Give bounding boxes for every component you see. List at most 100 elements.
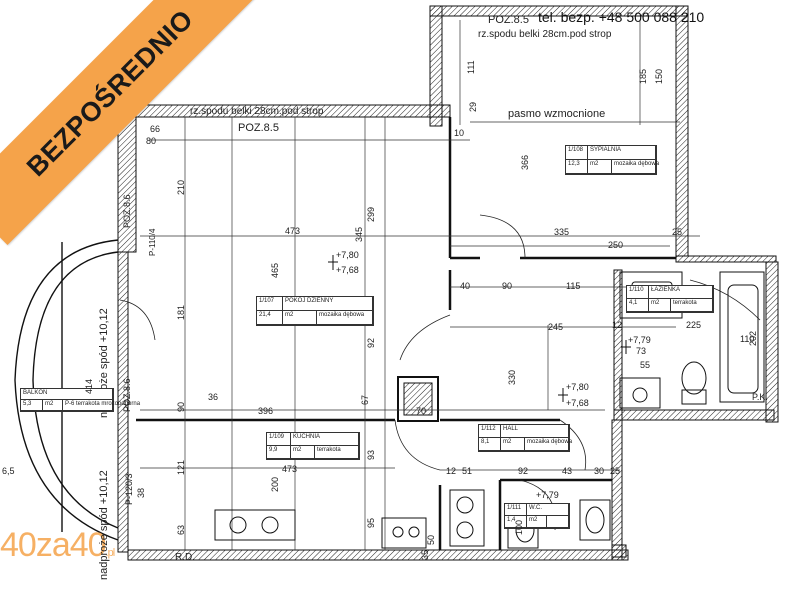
- room-no: 1/110: [627, 286, 649, 299]
- level-3b: +7,68: [566, 398, 589, 408]
- room-floor: mozaika dębowa: [317, 311, 373, 325]
- dim: 12: [612, 320, 623, 330]
- room-area: 5,3: [21, 400, 43, 411]
- room-label-bedroom: 1/108 SYPIALNIA 12,3 m2 mozaika dębowa: [565, 145, 659, 175]
- dim: 111: [466, 60, 476, 74]
- balcony-outline: [14, 239, 119, 541]
- dim: 245: [548, 322, 564, 332]
- dim: 93: [366, 449, 376, 460]
- room-label-living: 1/107 POKÓJ DZIENNY 21,4 m2 mozaika dębo…: [256, 296, 374, 326]
- dim: 38: [136, 487, 146, 498]
- level-3: +7,80: [566, 382, 589, 392]
- pk-note: P.K.: [752, 392, 768, 402]
- dim: 40: [460, 281, 471, 291]
- dim: 25: [672, 227, 683, 237]
- room-name: ŁAZIENKA: [649, 286, 713, 299]
- dim: 92: [366, 337, 376, 348]
- dim: 30: [594, 466, 605, 476]
- p120-note: P-120/3: [124, 473, 134, 505]
- room-floor: terrakota: [315, 446, 359, 459]
- contact-phone: tel. bezp. +48 500 088 210: [538, 9, 705, 25]
- room-unit: m2: [501, 438, 525, 451]
- dim: 473: [285, 226, 301, 236]
- room-unit: m2: [527, 516, 547, 528]
- room-floor: mozaika dębowa: [525, 438, 572, 451]
- dim: 6,5: [2, 466, 15, 476]
- strip-note: pasmo wzmocnione: [508, 108, 606, 120]
- dim: 335: [554, 227, 570, 237]
- dim: 465: [270, 262, 280, 278]
- dim: 50: [426, 534, 436, 545]
- dim: 51: [462, 466, 473, 476]
- dim: 115: [566, 281, 581, 291]
- room-label-hall: 1/112 HALL 8,1 m2 mozaika dębowa: [478, 424, 572, 452]
- room-name: BALKON: [21, 389, 113, 400]
- room-area: 4,1: [627, 299, 649, 312]
- room-unit: m2: [283, 311, 317, 325]
- dim: 55: [640, 360, 651, 370]
- dim: 202: [748, 330, 758, 346]
- dim: 366: [520, 154, 530, 170]
- room-name: KUCHNIA: [291, 433, 359, 446]
- dim: 121: [176, 459, 186, 475]
- room-floor: P-6 terrakota mrozoodporna: [63, 400, 140, 411]
- level-markers: [328, 255, 631, 402]
- lintel-note-2: nadproże spód +10,12: [98, 470, 110, 580]
- dim: 150: [654, 68, 664, 84]
- dim: 35: [420, 549, 430, 560]
- dim: 345: [354, 226, 364, 242]
- room-floor: terrakota: [671, 299, 713, 312]
- dim: 100: [514, 519, 524, 535]
- room-unit: m2: [588, 160, 612, 174]
- dim: 250: [608, 240, 624, 250]
- poz86-note-a: POZ.8.6: [122, 194, 132, 228]
- beam-note-top: rz.spodu belki 28cm.pod strop: [478, 29, 612, 40]
- room-no: 1/107: [257, 297, 283, 311]
- room-floor: [547, 516, 569, 528]
- dim: 181: [176, 304, 186, 320]
- dim: 10: [454, 128, 465, 138]
- dim: 70: [416, 406, 427, 416]
- dim: 200: [270, 476, 280, 492]
- dim: 36: [208, 392, 219, 402]
- room-name: POKÓJ DZIENNY: [283, 297, 373, 311]
- room-no: 1/109: [267, 433, 291, 446]
- room-label-wc: 1/111 W.C. 1,4 m2: [504, 503, 570, 529]
- dim: 396: [258, 406, 274, 416]
- door-swings: [119, 214, 761, 531]
- room-no: 1/111: [505, 504, 527, 516]
- dim: 73: [636, 346, 647, 356]
- dim: 210: [176, 179, 186, 195]
- poz-label-top: POZ.8.5: [488, 14, 529, 26]
- room-name: HALL: [501, 425, 569, 438]
- dim: 63: [176, 524, 186, 535]
- room-label-bathroom: 1/110 ŁAZIENKA 4,1 m2 terrakota: [626, 285, 714, 313]
- level-4: +7,79: [536, 490, 559, 500]
- poz-label-main: POZ.8.5: [238, 122, 279, 134]
- rd-note: R.D.: [175, 552, 195, 563]
- dim: 95: [366, 517, 376, 528]
- room-area: 9,9: [267, 446, 291, 459]
- logo-text: 40za40: [0, 526, 107, 564]
- dim: 110: [740, 334, 755, 344]
- room-unit: m2: [291, 446, 315, 459]
- logo-suffix: .pl: [105, 547, 116, 559]
- dim: 414: [84, 378, 94, 394]
- room-unit: m2: [43, 400, 63, 411]
- p110-note: P-110/4: [148, 228, 157, 256]
- room-name: SYPIALNIA: [588, 146, 656, 160]
- dim: 299: [366, 206, 376, 222]
- dim: 25: [610, 466, 621, 476]
- room-area: 1,4: [505, 516, 527, 528]
- dim: 225: [686, 320, 702, 330]
- room-floor: mozaika dębowa: [612, 160, 659, 174]
- dim: 473: [282, 464, 298, 474]
- room-area: 12,3: [566, 160, 588, 174]
- room-area: 21,4: [257, 311, 283, 325]
- level-2: +7,79: [628, 335, 651, 345]
- room-label-balcony: BALKON 5,3 m2 P-6 terrakota mrozoodporna: [20, 388, 140, 412]
- walls: [117, 5, 779, 561]
- dim: 92: [518, 466, 529, 476]
- dim: 66: [150, 124, 161, 134]
